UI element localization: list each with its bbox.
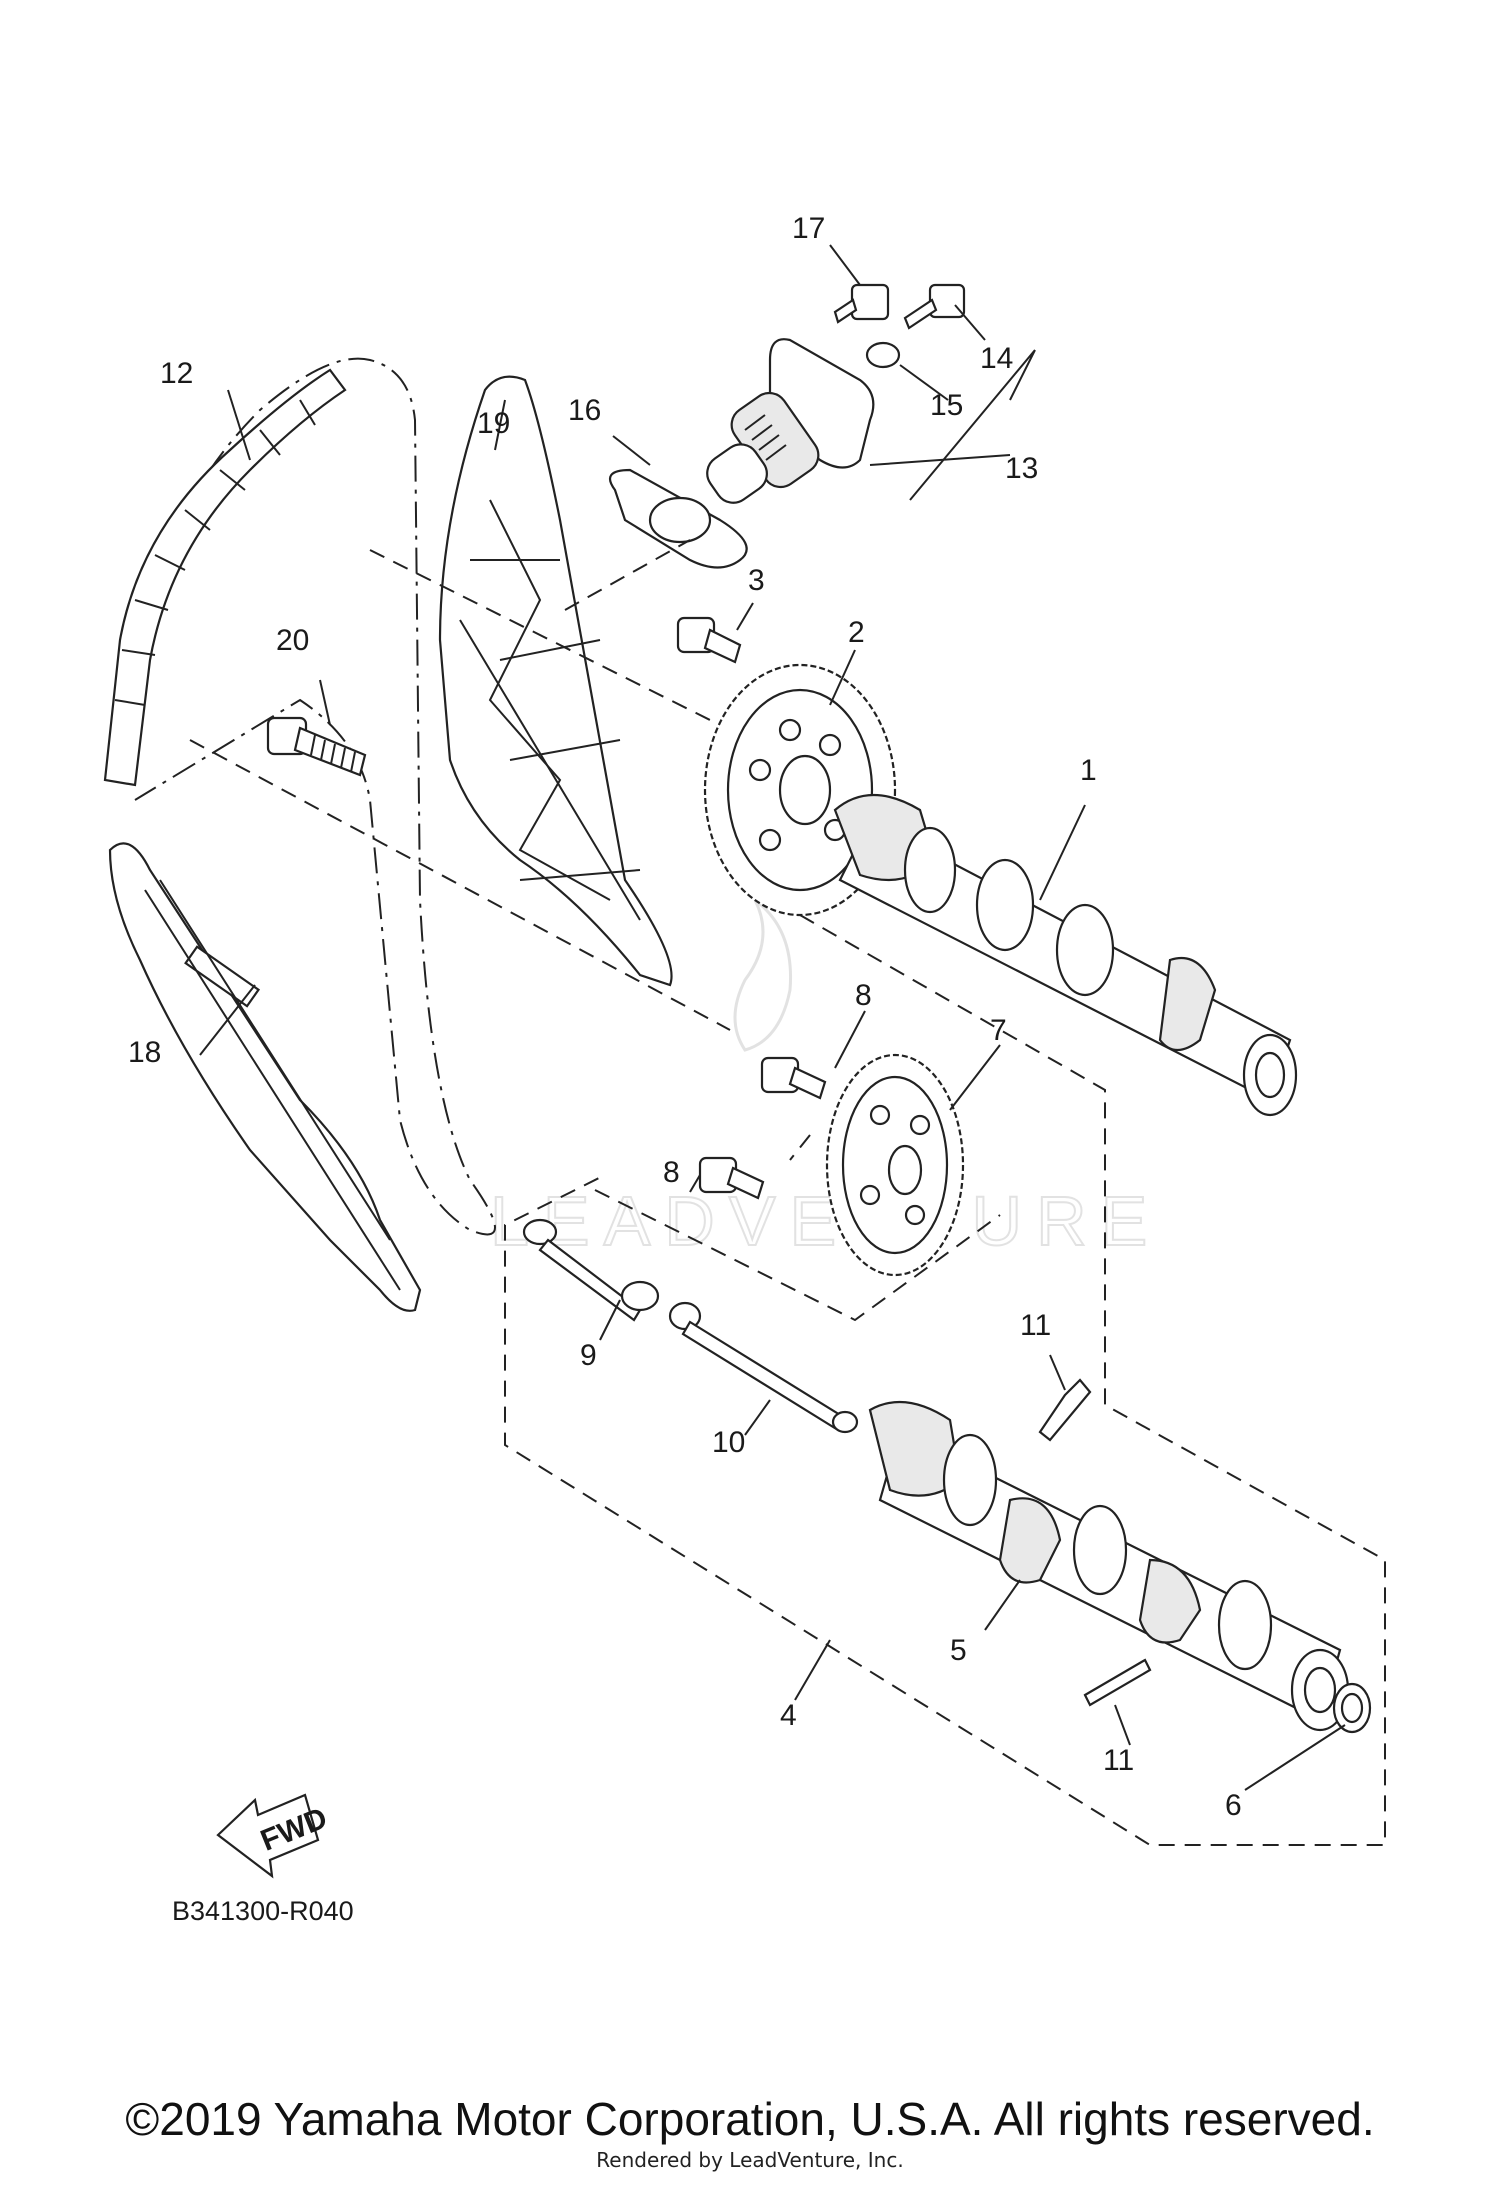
tensioner-guide[interactable]: [108, 842, 422, 1312]
callout-14: 14: [980, 342, 1013, 375]
callout-19: 19: [477, 407, 510, 440]
callout-labels: 1 2 3 4 5 6 7 8 8 9 10 11 11 12 13 14 15…: [128, 212, 1242, 1822]
callout-7: 7: [990, 1014, 1007, 1047]
rendered-by-notice: Rendered by LeadVenture, Inc.: [596, 2148, 904, 2172]
callout-20: 20: [276, 624, 309, 657]
callout-1: 1: [1080, 754, 1097, 787]
decompression-shaft[interactable]: [668, 1301, 859, 1434]
tensioner-gasket[interactable]: [608, 468, 748, 569]
copyright-notice: ©2019 Yamaha Motor Corporation, U.S.A. A…: [125, 2093, 1375, 2145]
decompression-bolt[interactable]: [522, 1218, 660, 1322]
callout-8a: 8: [855, 979, 872, 1012]
dowel-pin-lower[interactable]: [1083, 1658, 1152, 1707]
assembly-outline-4: [504, 914, 1386, 1846]
callout-6: 6: [1225, 1789, 1242, 1822]
callout-12: 12: [160, 357, 193, 390]
callout-3: 3: [748, 564, 765, 597]
callout-18: 18: [128, 1036, 161, 1069]
callout-13: 13: [1005, 452, 1038, 485]
callout-17: 17: [792, 212, 825, 245]
callout-15: 15: [930, 389, 963, 422]
exhaust-camshaft-sprocket[interactable]: [703, 663, 897, 917]
camshaft-end-seal[interactable]: [1332, 1682, 1372, 1734]
callout-10: 10: [712, 1426, 745, 1459]
callout-16: 16: [568, 394, 601, 427]
callout-2: 2: [848, 616, 865, 649]
timing-chain[interactable]: [103, 357, 496, 1236]
callout-11a: 11: [1020, 1309, 1051, 1342]
sprocket-bolt-a[interactable]: [760, 1056, 827, 1100]
chain-guide[interactable]: [438, 375, 673, 987]
callout-9: 9: [580, 1339, 597, 1372]
tensioner-cap-bolt[interactable]: [903, 283, 966, 330]
part-code: B341300-R040: [172, 1896, 354, 1926]
tensioner-bolt[interactable]: [833, 283, 890, 324]
leader-lines: [189, 244, 1346, 1791]
watermark: LEADVENTURE: [489, 898, 1161, 1261]
cam-chain-tensioner-assembly[interactable]: [700, 338, 875, 510]
sprocket-bolt-upper[interactable]: [676, 616, 742, 664]
watermark-text: LEADVENTURE: [490, 1182, 1161, 1260]
dowel-pin-upper[interactable]: [1038, 1378, 1092, 1442]
guide-bolt[interactable]: [266, 716, 367, 777]
exhaust-camshaft[interactable]: [833, 793, 1298, 1117]
fwd-arrow-icon: FWD: [216, 1793, 332, 1879]
callout-11b: 11: [1103, 1744, 1134, 1777]
sprocket-bolt-b[interactable]: [698, 1156, 765, 1200]
intake-camshaft-sprocket[interactable]: [825, 1053, 965, 1277]
callout-8b: 8: [663, 1156, 680, 1189]
callout-4: 4: [780, 1699, 797, 1732]
tensioner-washer[interactable]: [865, 341, 901, 369]
callout-5: 5: [950, 1634, 967, 1667]
assembly-outline-7: [594, 1189, 1001, 1322]
intake-camshaft[interactable]: [868, 1400, 1350, 1732]
